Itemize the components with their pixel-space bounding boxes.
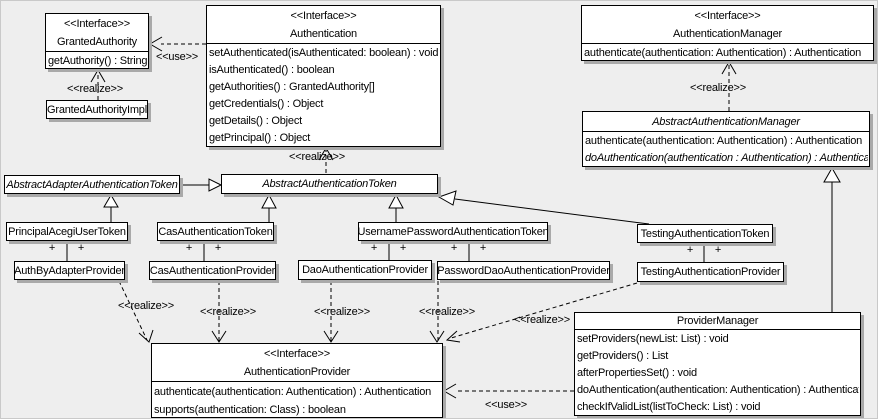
- class-abstract-authentication-token[interactable]: AbstractAuthenticationToken: [221, 174, 438, 194]
- class-authentication-manager[interactable]: <<Interface>> AuthenticationManager auth…: [581, 5, 874, 61]
- association-end-plus: +: [450, 242, 458, 254]
- method: afterPropertiesSet() : void: [577, 367, 697, 379]
- class-name: AuthenticationProvider: [243, 366, 351, 378]
- method: getPrincipal() : Object: [209, 132, 311, 144]
- stereotype: <<Interface>>: [290, 10, 357, 22]
- class-name: AbstractAuthenticationToken: [262, 178, 397, 190]
- class-principal-acegi-user-token[interactable]: PrincipalAcegiUserToken: [6, 222, 128, 241]
- association-end-plus: +: [77, 242, 85, 254]
- class-abstract-authentication-manager[interactable]: AbstractAuthenticationManager authentica…: [582, 111, 870, 167]
- class-testing-authentication-token[interactable]: TestingAuthenticationToken: [637, 224, 773, 243]
- realize-authbyadapter-arrow: [138, 329, 154, 343]
- class-name: ProviderManager: [676, 315, 759, 327]
- class-name: DaoAuthenticationProvider: [302, 264, 428, 276]
- generalization-usernamepassword-token-arrow: [388, 193, 404, 209]
- realize-abstract-manager-arrow: [721, 61, 737, 75]
- realize-label: <<realize>>: [200, 306, 256, 318]
- association-end-plus: +: [370, 242, 378, 254]
- association-end-plus: +: [686, 244, 694, 256]
- realize-testingprovider-arrow: [445, 330, 461, 343]
- class-username-password-authentication-token[interactable]: UsernamePasswordAuthenticationToken: [358, 222, 548, 241]
- association-end-plus: +: [185, 242, 193, 254]
- realize-grantedauthorityimpl-arrow: [90, 69, 106, 83]
- use-label: <<use>>: [484, 399, 528, 411]
- generalization-principal-token-arrow: [103, 194, 119, 208]
- association-end-plus: +: [479, 242, 487, 254]
- class-name: CasAuthenticationProvider: [149, 264, 276, 277]
- stereotype: <<Interface>>: [264, 348, 330, 360]
- method: getCredentials() : Object: [209, 98, 324, 110]
- generalization-cas-token-arrow: [261, 193, 277, 209]
- association-end-plus: +: [48, 242, 56, 254]
- method: setProviders(newList: List) : void: [577, 333, 729, 345]
- method: checkIfValidList(listToCheck: List) : vo…: [577, 401, 761, 413]
- method: getAuthority() : String: [48, 55, 147, 67]
- realize-label: <<realize>>: [514, 314, 570, 326]
- generalization-testing-token-line: [454, 198, 650, 225]
- association-end-plus: +: [399, 242, 407, 254]
- class-authentication[interactable]: <<Interface>> Authentication setAuthenti…: [206, 5, 441, 147]
- method: doAuthentication(authentication : Authen…: [585, 152, 868, 164]
- class-auth-by-adapter-provider[interactable]: AuthByAdapterProvider: [14, 261, 125, 280]
- method: setAuthenticated(isAuthenticated: boolea…: [209, 47, 439, 59]
- realize-label: <<realize>>: [67, 83, 123, 95]
- realize-casprovider-arrow: [211, 330, 227, 343]
- method: doAuthentication(authentication: Authent…: [577, 384, 859, 396]
- method: getAuthorities() : GrantedAuthority[]: [209, 81, 375, 93]
- class-authentication-provider[interactable]: <<Interface>> AuthenticationProvider aut…: [151, 343, 443, 418]
- association-end-plus: +: [714, 244, 722, 256]
- realize-daoprovider-arrow: [323, 330, 339, 343]
- class-name: UsernamePasswordAuthenticationToken: [358, 225, 548, 238]
- realize-label: <<realize>>: [690, 82, 746, 94]
- class-abstract-adapter-authentication-token[interactable]: AbstractAdapterAuthenticationToken: [4, 175, 180, 194]
- class-cas-authentication-token[interactable]: CasAuthenticationToken: [157, 222, 274, 241]
- class-name: GrantedAuthorityImpl: [47, 103, 147, 116]
- class-cas-authentication-provider[interactable]: CasAuthenticationProvider: [149, 261, 276, 280]
- class-testing-authentication-provider[interactable]: TestingAuthenticationProvider: [637, 262, 784, 282]
- method: isAuthenticated() : boolean: [209, 64, 335, 76]
- use-label: <<use>>: [155, 51, 199, 63]
- class-name: TestingAuthenticationToken: [640, 227, 770, 240]
- class-dao-authentication-provider[interactable]: DaoAuthenticationProvider: [298, 260, 432, 280]
- stereotype: <<Interface>>: [694, 10, 761, 22]
- class-password-dao-authentication-provider[interactable]: PasswordDaoAuthenticationProvider: [437, 261, 610, 280]
- class-name: AbstractAuthenticationManager: [652, 116, 800, 128]
- class-name: GrantedAuthority: [57, 36, 137, 48]
- class-provider-manager[interactable]: ProviderManager setProviders(newList: Li…: [574, 312, 861, 416]
- class-name: AuthenticationManager: [673, 28, 782, 40]
- generalization-provider-manager-arrow: [823, 166, 841, 183]
- method: authenticate(authentication: Authenticat…: [584, 47, 862, 59]
- realize-label: <<realize>>: [419, 306, 475, 318]
- class-name: AuthByAdapterProvider: [14, 264, 125, 277]
- class-granted-authority[interactable]: <<Interface>> GrantedAuthority getAuthor…: [45, 13, 149, 69]
- realize-passworddao-arrow: [429, 330, 445, 343]
- method: getProviders() : List: [577, 350, 669, 362]
- class-name: TestingAuthenticationProvider: [640, 266, 781, 278]
- class-name: Authentication: [290, 28, 357, 40]
- class-name: AbstractAdapterAuthenticationToken: [6, 178, 178, 191]
- stereotype: <<Interface>>: [64, 18, 130, 30]
- realize-label: <<realize>>: [118, 300, 174, 312]
- association-end-plus: +: [214, 242, 222, 254]
- method: authenticate(authentication: Authenticat…: [585, 135, 863, 147]
- method: authenticate(authentication: Authenticat…: [154, 386, 432, 398]
- method: getDetails() : Object: [209, 115, 303, 127]
- realize-label: <<realize>>: [314, 306, 370, 318]
- method: supports(authentication: Class) : boolea…: [154, 404, 346, 416]
- class-name: CasAuthenticationToken: [158, 225, 273, 238]
- use-grantedauthority-arrow: [149, 36, 163, 52]
- use-authenticationprovider-arrow: [443, 383, 457, 399]
- class-granted-authority-impl[interactable]: GrantedAuthorityImpl: [46, 100, 148, 119]
- class-name: PasswordDaoAuthenticationProvider: [437, 264, 610, 277]
- generalization-adapter-token-arrow: [208, 178, 223, 192]
- generalization-testing-token-arrow: [437, 190, 457, 206]
- realize-label: <<realize>>: [289, 151, 345, 163]
- class-name: PrincipalAcegiUserToken: [8, 225, 126, 238]
